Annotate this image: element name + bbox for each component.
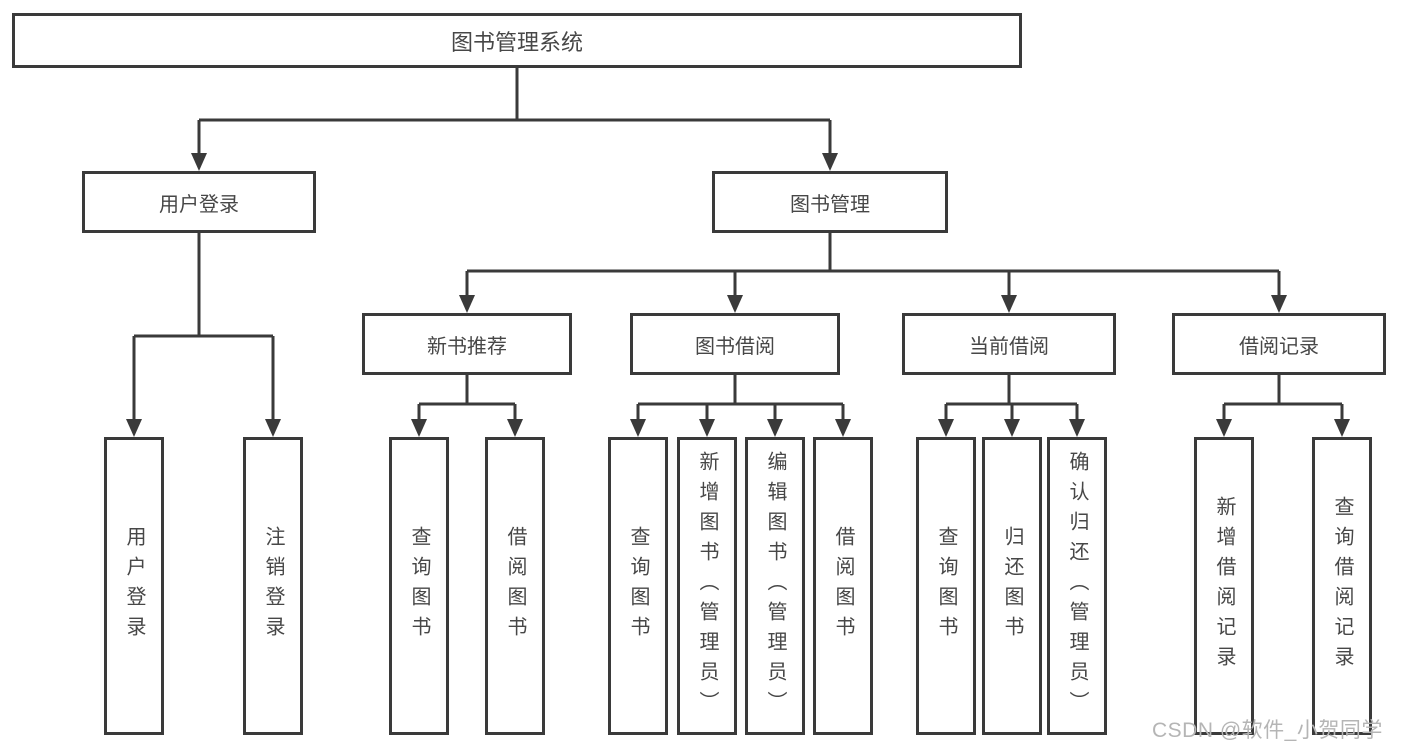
arrow-down-icon (1004, 419, 1020, 437)
leaf-borrow-books-borrowing: 借阅图书 (813, 437, 873, 735)
node-label: 借阅图书 (832, 526, 854, 646)
node-label: 新书推荐 (427, 335, 507, 358)
node-label: 归还图书 (1001, 526, 1023, 646)
arrow-down-icon (459, 295, 475, 313)
arrow-down-icon (191, 153, 207, 171)
arrow-down-icon (1216, 419, 1232, 437)
node-label: 图书管理 (790, 193, 870, 216)
leaf-add-borrow-record: 新增借阅记录 (1194, 437, 1254, 735)
arrow-down-icon (727, 295, 743, 313)
arrow-down-icon (411, 419, 427, 437)
leaf-return-books: 归还图书 (982, 437, 1042, 735)
node-root-library-system: 图书管理系统 (12, 13, 1022, 68)
arrow-down-icon (1334, 419, 1350, 437)
arrow-down-icon (699, 419, 715, 437)
arrow-down-icon (938, 419, 954, 437)
node-label: 用户登录 (159, 193, 239, 216)
node-label: 查询图书 (627, 526, 649, 646)
node-label: 查询图书 (935, 526, 957, 646)
arrow-down-icon (126, 419, 142, 437)
node-label: 当前借阅 (969, 335, 1049, 358)
arrow-down-icon (1001, 295, 1017, 313)
leaf-confirm-return-admin: 确认归还（管理员） (1047, 437, 1107, 735)
leaf-query-books-recommend: 查询图书 (389, 437, 449, 735)
arrow-down-icon (1271, 295, 1287, 313)
arrow-down-icon (630, 419, 646, 437)
arrow-down-icon (265, 419, 281, 437)
leaf-query-books-current: 查询图书 (916, 437, 976, 735)
leaf-user-login: 用户登录 (104, 437, 164, 735)
node-current-borrowing: 当前借阅 (902, 313, 1116, 375)
leaf-query-borrow-record: 查询借阅记录 (1312, 437, 1372, 735)
node-label: 借阅图书 (504, 526, 526, 646)
watermark-text: CSDN @软件_小贺同学 (1152, 719, 1383, 742)
arrow-down-icon (767, 419, 783, 437)
node-label: 新增图书（管理员） (696, 451, 718, 721)
node-label: 图书管理系统 (450, 29, 583, 55)
node-book-management: 图书管理 (712, 171, 948, 233)
arrow-down-icon (507, 419, 523, 437)
node-label: 借阅记录 (1239, 335, 1319, 358)
node-label: 图书借阅 (695, 335, 775, 358)
node-label: 用户登录 (123, 526, 145, 646)
node-new-book-recommend: 新书推荐 (362, 313, 572, 375)
node-label: 编辑图书（管理员） (764, 451, 786, 721)
node-user-login: 用户登录 (82, 171, 316, 233)
node-label: 查询借阅记录 (1331, 496, 1353, 676)
leaf-query-books-borrowing: 查询图书 (608, 437, 668, 735)
arrow-down-icon (822, 153, 838, 171)
arrow-down-icon (1069, 419, 1085, 437)
leaf-edit-book-admin: 编辑图书（管理员） (745, 437, 805, 735)
node-label: 注销登录 (262, 526, 284, 646)
node-label: 确认归还（管理员） (1066, 451, 1088, 721)
node-book-borrowing: 图书借阅 (630, 313, 840, 375)
leaf-borrow-books-recommend: 借阅图书 (485, 437, 545, 735)
node-label: 查询图书 (408, 526, 430, 646)
leaf-add-book-admin: 新增图书（管理员） (677, 437, 737, 735)
node-label: 新增借阅记录 (1213, 496, 1235, 676)
node-borrowing-records: 借阅记录 (1172, 313, 1386, 375)
leaf-logout-login: 注销登录 (243, 437, 303, 735)
arrow-down-icon (835, 419, 851, 437)
